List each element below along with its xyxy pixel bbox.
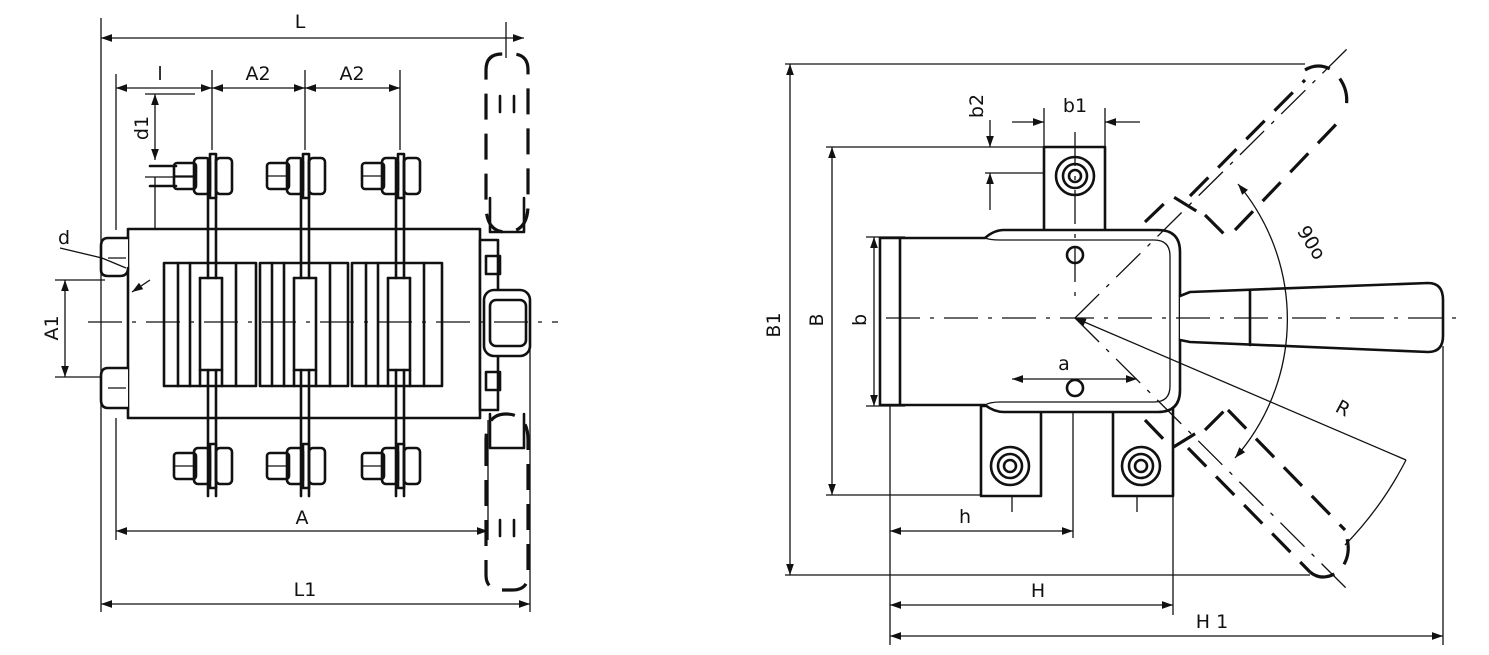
label-b2: b2: [966, 94, 988, 118]
label-l: l: [157, 63, 162, 85]
label-angle: 90o: [1292, 222, 1330, 264]
label-L: L: [295, 11, 306, 33]
side-view: b2 b1 B1 B b a h H H 1 R 90o: [763, 47, 1462, 645]
label-L1: L1: [294, 579, 317, 601]
label-h: h: [959, 506, 971, 528]
handle-outline: [484, 52, 530, 592]
label-d: d: [58, 227, 70, 249]
label-b: b: [849, 314, 871, 326]
label-d1: d1: [131, 116, 153, 140]
label-B1: B1: [763, 312, 785, 337]
front-view: L l A2 A2 d1 d A1 A L1: [41, 11, 558, 612]
label-b1: b1: [1063, 95, 1087, 117]
label-R: R: [1332, 396, 1354, 422]
label-B: B: [806, 313, 828, 326]
label-a: a: [1058, 353, 1070, 375]
handle-dashed-positions: [1143, 64, 1350, 579]
label-A2-left: A2: [245, 63, 270, 85]
label-A: A: [296, 507, 309, 529]
label-H: H: [1031, 580, 1045, 602]
label-A2-right: A2: [339, 63, 364, 85]
label-H1: H 1: [1196, 611, 1228, 633]
label-A1: A1: [41, 315, 63, 340]
